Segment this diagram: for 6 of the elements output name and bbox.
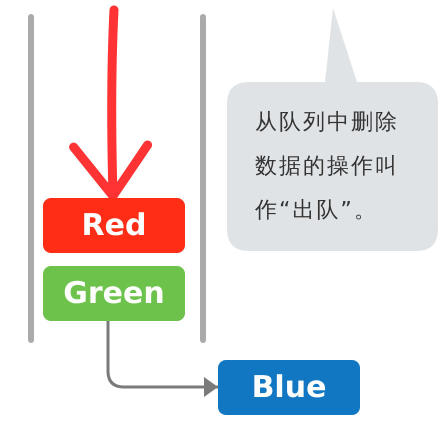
queue-item-box: Green xyxy=(43,266,185,321)
arrow xyxy=(69,6,152,200)
queue-item-box: Red xyxy=(43,198,185,253)
arrow xyxy=(106,320,220,397)
callout-text: 从队列中删除数据的操作叫作“出队”。 xyxy=(255,108,400,224)
queue-item-box: Blue xyxy=(218,360,360,415)
